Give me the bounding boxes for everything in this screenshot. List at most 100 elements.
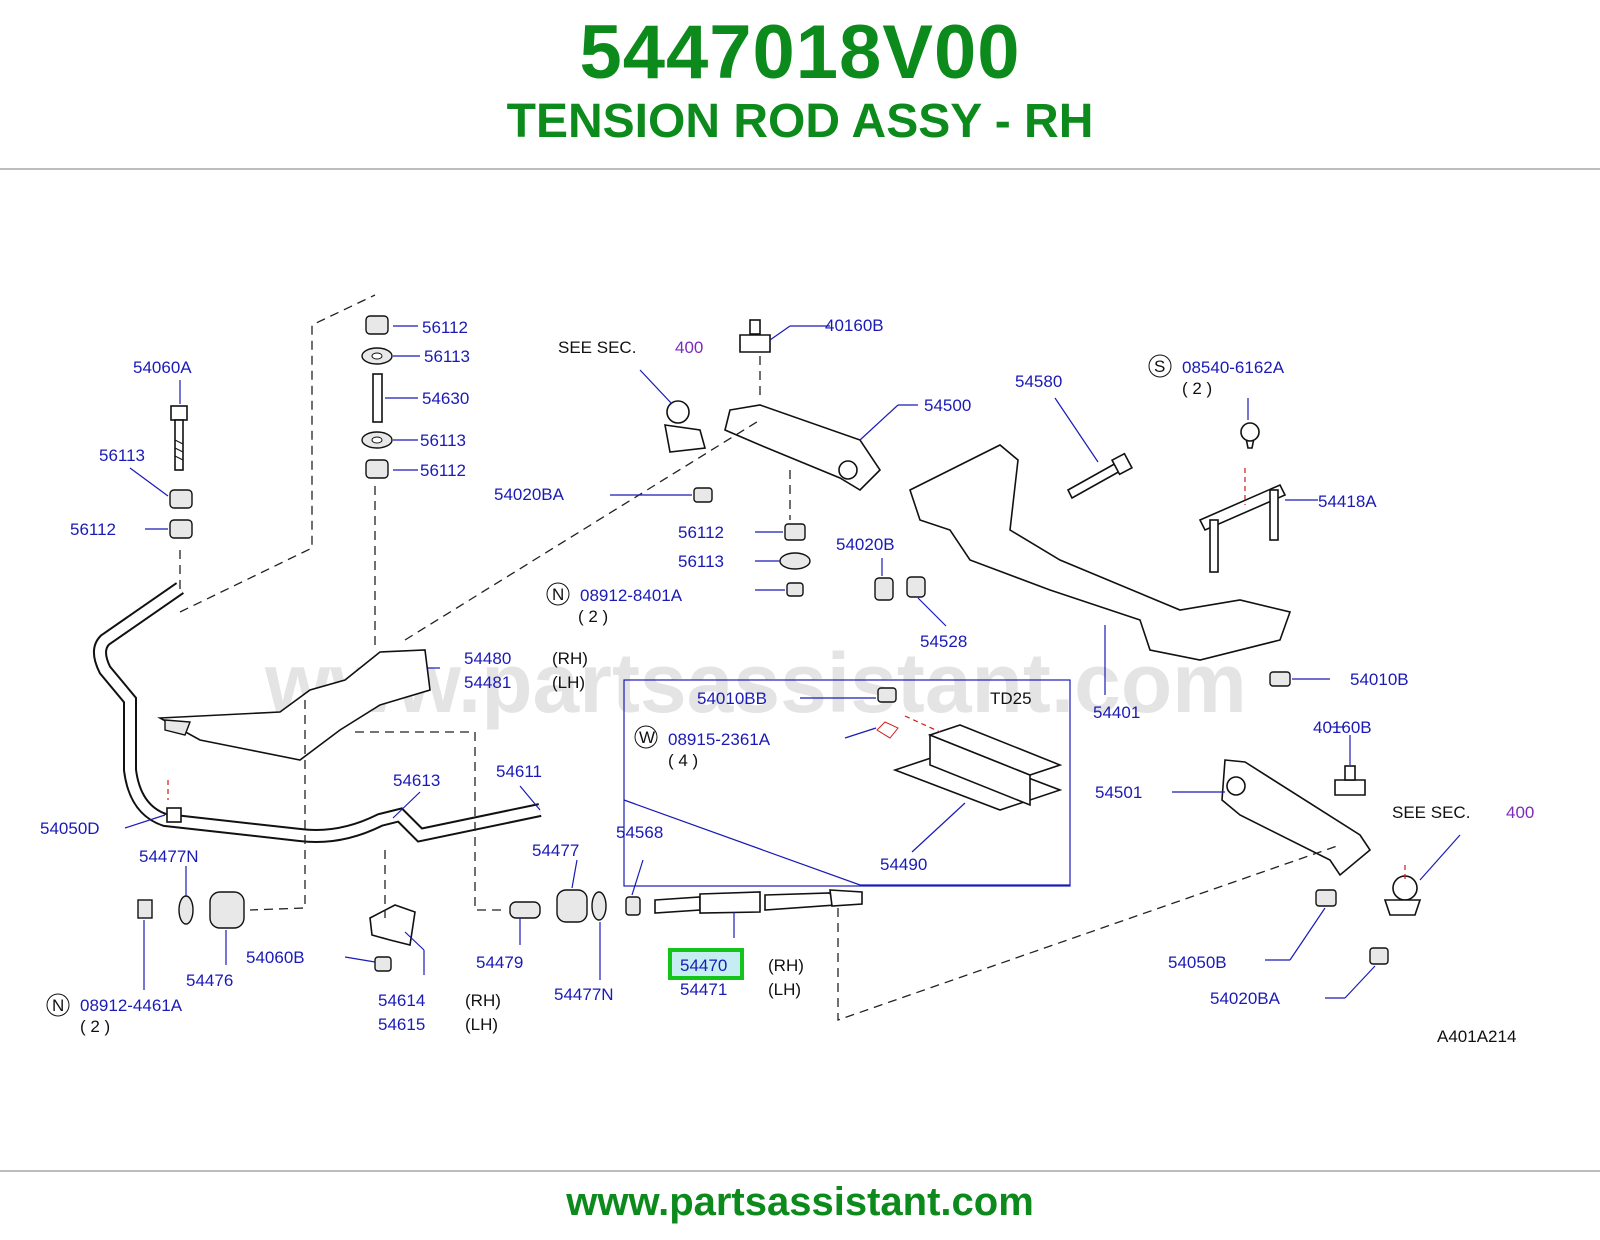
highlight-box-54470 [668,948,744,980]
nut-54010bb [877,687,897,703]
crossmember-54401 [909,444,1292,661]
bracket-54480 [157,649,431,761]
badge-n-circle [46,993,70,1017]
bushing-54528 [906,576,926,598]
upper-link-54500 [724,404,882,492]
lh-54471: (LH) [768,980,801,999]
label-54050d[interactable]: 54050D [40,819,100,838]
nut-54060b [374,956,392,972]
qty-08540-6162a: ( 2 ) [1182,379,1212,398]
rh-54480: (RH) [552,649,588,668]
label-54477[interactable]: 54477 [532,841,579,860]
page-header: 5447018V00 TENSION ROD ASSY - RH [0,0,1600,170]
label-40160b[interactable]: 40160B [825,316,884,335]
label-54060a[interactable]: 54060A [133,358,192,377]
label-54611[interactable]: 54611 [496,762,542,781]
rh-54614: (RH) [465,991,501,1010]
label-54580[interactable]: 54580 [1015,372,1062,391]
label-56113[interactable]: 56113 [678,552,724,571]
label-54477n[interactable]: 54477N [554,985,614,1004]
nut-54010b [1269,671,1291,687]
bushing-54020b [874,577,894,601]
label-54471[interactable]: 54471 [680,980,727,999]
label-54490[interactable]: 54490 [880,855,927,874]
label-54481[interactable]: 54481 [464,673,511,692]
see-sec-number[interactable]: 400 [1506,803,1534,822]
label-54480[interactable]: 54480 [464,649,511,668]
label-54010bb[interactable]: 54010BB [697,689,767,708]
footer-divider [0,1170,1600,1172]
label-54630[interactable]: 54630 [422,389,469,408]
label-54501[interactable]: 54501 [1095,783,1142,802]
label-54613[interactable]: 54613 [393,771,440,790]
label-08540-6162a[interactable]: 08540-6162A [1182,358,1285,377]
bolt-54060a [169,405,193,539]
label-54528[interactable]: 54528 [920,632,967,651]
label-54020b[interactable]: 54020B [836,535,895,554]
badge-s-circle [1148,354,1172,378]
label-56113[interactable]: 56113 [99,446,145,465]
diagram-code: A401A214 [1437,1027,1516,1046]
qty-08912-8401a: ( 2 ) [578,607,608,626]
qty-08912-4461a: ( 2 ) [80,1017,110,1036]
label-56112[interactable]: 56112 [70,520,116,539]
nut-54020ba-upper [693,487,713,503]
label-54615[interactable]: 54615 [378,1015,425,1034]
nut-08912-4461a [137,899,153,919]
label-54614[interactable]: 54614 [378,991,425,1010]
ball-joint-lower [1383,875,1422,916]
label-54010b[interactable]: 54010B [1350,670,1409,689]
label-56113[interactable]: 56113 [424,347,470,366]
ball-joint-upper [664,400,707,453]
label-56112[interactable]: 56112 [420,461,466,480]
label-08912-8401a[interactable]: 08912-8401A [580,586,683,605]
bracket-54614 [369,904,416,946]
stud-40160b-lower [1334,765,1366,796]
bushing-54500 [838,460,858,480]
label-54020ba[interactable]: 54020BA [494,485,565,504]
label-54418a[interactable]: 54418A [1318,492,1377,511]
label-08915-2361a[interactable]: 08915-2361A [668,730,771,749]
nut-08912-8401a [786,582,804,597]
bushing-54476 [209,891,245,929]
label-54477n[interactable]: 54477N [139,847,199,866]
label-56112[interactable]: 56112 [422,318,468,337]
td25-inset-box [623,679,1071,887]
label-54401[interactable]: 54401 [1093,703,1140,722]
label-54479[interactable]: 54479 [476,953,523,972]
stabilizer-bar-inner [95,583,542,841]
see-sec-text: SEE SEC. [558,338,636,357]
rh-54470: (RH) [768,956,804,975]
label-54060b[interactable]: 54060B [246,948,305,967]
bushing-56112-upper [784,523,806,541]
bracket-foot [164,719,191,736]
label-54470-highlighted[interactable]: 54470 [680,956,727,975]
label-56113[interactable]: 56113 [420,431,466,450]
label-08912-4461a[interactable]: 08912-4461A [80,996,183,1015]
badge-n-circle [546,582,570,606]
lh-54481: (LH) [552,673,585,692]
label-56112[interactable]: 56112 [678,523,724,542]
part-labels: 56112 56113 54630 56113 56112 54060A 561… [40,316,1534,1046]
washer-56113-upper [779,552,811,570]
badge-n: N [552,585,564,604]
part-number-title: 5447018V00 [579,10,1021,95]
footer-website-link[interactable]: www.partsassistant.com [566,1180,1034,1224]
label-54050b[interactable]: 54050B [1168,953,1227,972]
stud-40160b-upper [739,319,771,353]
badge-s: S [1154,357,1165,376]
lh-54615: (LH) [465,1015,498,1034]
bushing-54501 [1226,776,1246,796]
label-54500[interactable]: 54500 [924,396,971,415]
label-54476[interactable]: 54476 [186,971,233,990]
bracket-54418a [1198,422,1287,573]
label-54568[interactable]: 54568 [616,823,663,842]
leader-lines [124,325,1461,999]
washer-08915-2361a [876,721,899,739]
label-54020ba[interactable]: 54020BA [1210,989,1281,1008]
bolt-54050d [166,807,182,823]
label-40160b[interactable]: 40160B [1313,718,1372,737]
bushing-54477 [556,889,588,923]
see-sec-number[interactable]: 400 [675,338,703,357]
qty-08915-2361a: ( 4 ) [668,751,698,770]
